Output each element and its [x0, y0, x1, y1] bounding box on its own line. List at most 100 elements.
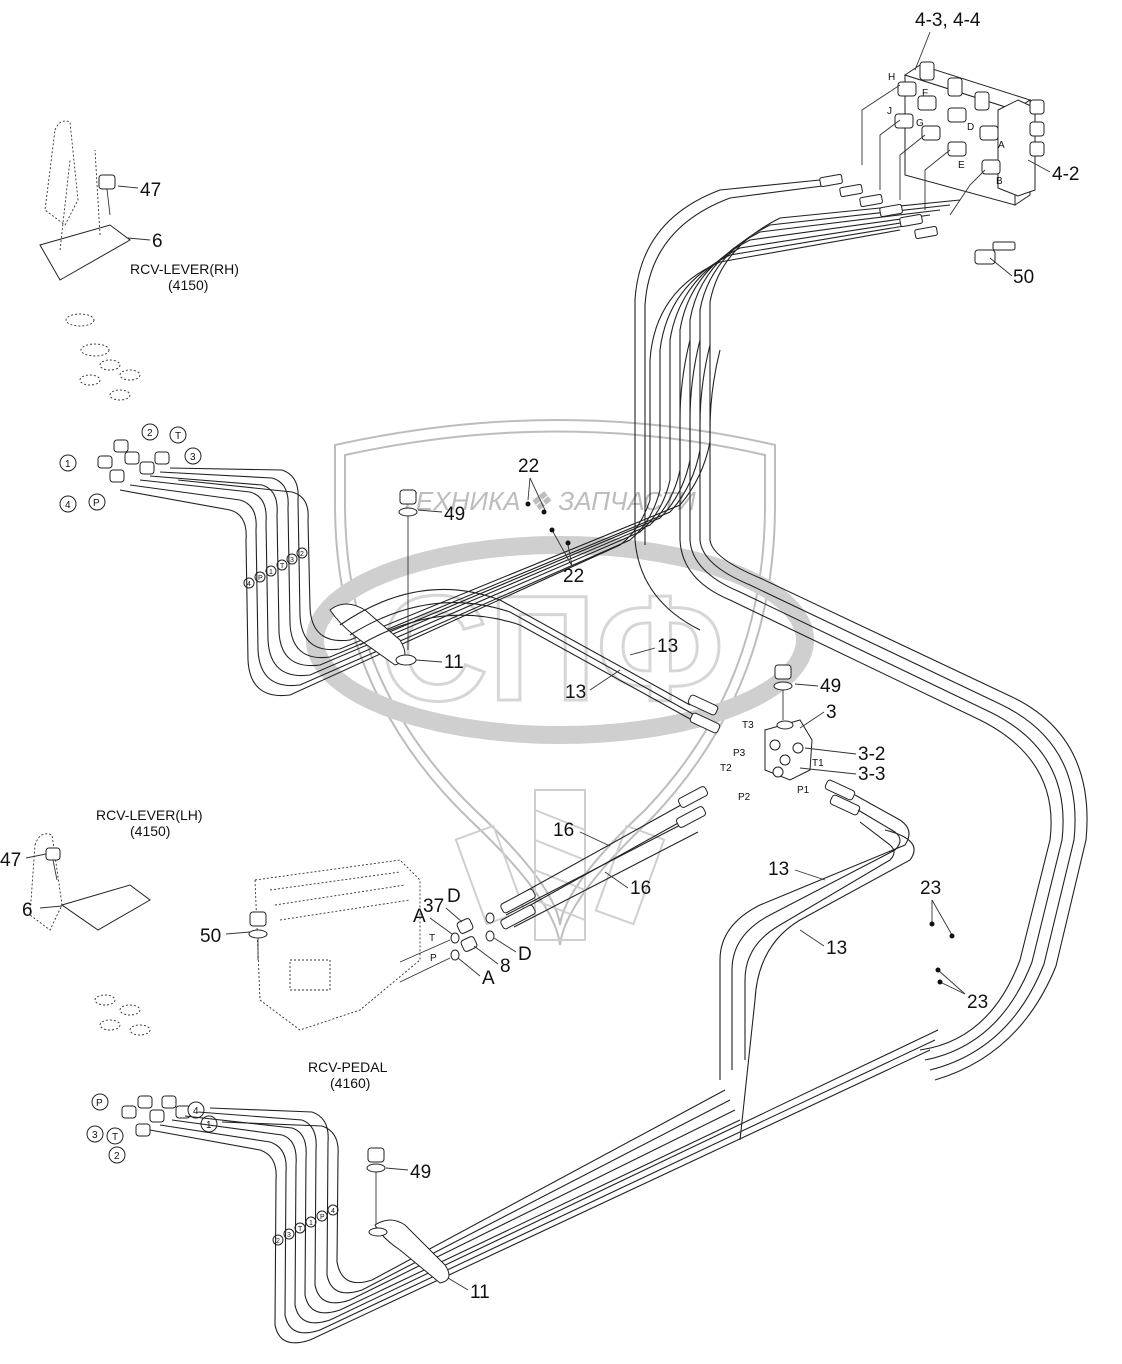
bolt-49-b — [773, 664, 793, 720]
lh-fittings — [121, 1095, 191, 1137]
clamp-11-b — [368, 1219, 450, 1284]
callout-4-2: 4-2 — [1052, 164, 1079, 185]
rh-tube-marks: 4 P 1 T 3 2 — [243, 547, 308, 589]
rh-mark-t: T — [280, 563, 285, 570]
rh-circle-2: 2 — [147, 428, 153, 439]
tube-bundle-valve-down — [634, 179, 1088, 1081]
pedal-fittings — [450, 912, 495, 961]
rcv-pedal-code: (4160) — [330, 1075, 370, 1091]
lh-mark-t: T — [298, 1226, 303, 1233]
rh-mark-2: 2 — [300, 551, 304, 558]
rh-circle-3: 3 — [190, 452, 196, 463]
hoses-13-upper — [339, 588, 721, 734]
port-p2: P2 — [738, 792, 751, 803]
port-g: G — [916, 118, 924, 129]
lh-mark-4: 4 — [331, 1208, 335, 1215]
rh-mark-4: 4 — [247, 581, 251, 588]
rh-mark-p: P — [258, 575, 263, 582]
lh-circle-p: P — [96, 1098, 103, 1109]
watermark-logo: СПФ — [380, 564, 724, 732]
rh-mark-1: 1 — [269, 569, 273, 576]
callout-16-a: 16 — [553, 820, 574, 841]
hoses-13-lower — [719, 779, 915, 1141]
callout-13-a: 13 — [657, 636, 678, 657]
callout-49-c: 49 — [410, 1162, 431, 1183]
main-control-valve: H J F G D E A B — [861, 61, 1045, 216]
port-b: B — [996, 176, 1003, 187]
callout-47-bottom: 47 — [0, 850, 21, 871]
rcv-pedal-assembly — [254, 859, 421, 1031]
lh-mark-3: 3 — [287, 1232, 291, 1239]
port-t1: T1 — [812, 758, 824, 769]
callout-6-top: 6 — [152, 231, 163, 252]
watermark: ТЕХНИКА ❖ ЗАПЧАСТИ СПФ — [306, 419, 814, 946]
rcv-lever-lh-label: RCV-LEVER(LH) — [96, 807, 203, 823]
callout-11-a: 11 — [444, 652, 464, 673]
port-t3: T3 — [742, 720, 754, 731]
port-p1: P1 — [797, 785, 810, 796]
lh-circle-3: 3 — [92, 1130, 98, 1141]
watermark-banner: ТЕХНИКА ❖ ЗАПЧАСТИ — [400, 486, 696, 516]
callout-47-top: 47 — [140, 180, 161, 201]
callout-3-3: 3-3 — [858, 764, 885, 785]
port-f: F — [922, 88, 928, 99]
callout-3: 3 — [826, 702, 837, 723]
callout-4-3-4-4: 4-3, 4-4 — [915, 10, 981, 31]
rcv-lever-lh-code: (4150) — [130, 823, 170, 839]
callout-3-2: 3-2 — [858, 744, 885, 765]
rcv-pedal-label: RCV-PEDAL — [308, 1059, 388, 1075]
callout-8: 8 — [500, 956, 511, 977]
callout-13-c: 13 — [768, 859, 789, 880]
callout-13-d: 13 — [826, 938, 847, 959]
port-d: D — [967, 122, 974, 133]
callout-d-2: D — [518, 944, 532, 965]
lh-tube-marks: 2 3 T 1 P 4 — [272, 1204, 339, 1246]
rh-mark-3: 3 — [290, 557, 294, 564]
rcv-lever-rh-label: RCV-LEVER(RH) — [130, 261, 239, 277]
bolt-49-c — [366, 1147, 386, 1228]
port-j: J — [887, 106, 892, 117]
callout-11-b: 11 — [470, 1282, 490, 1303]
lh-circle-2: 2 — [114, 1151, 120, 1162]
lh-circle-4: 4 — [193, 1106, 199, 1117]
rh-port-circles: 1 2 T 3 4 P — [59, 423, 202, 513]
port-h: H — [888, 72, 895, 83]
hoses-16 — [500, 786, 709, 930]
rcv-lever-lh-assembly — [29, 833, 151, 1036]
valve-fittings — [894, 61, 1045, 175]
callout-13-b: 13 — [565, 682, 586, 703]
lh-mark-p: P — [320, 1214, 325, 1221]
rcv-lever-rh-code: (4150) — [168, 277, 208, 293]
callout-50-top: 50 — [1013, 267, 1034, 288]
lh-port-circles: P 4 1 3 T 2 — [86, 1093, 218, 1164]
tube-bundle-lh — [149, 1029, 939, 1344]
callout-16-b: 16 — [630, 878, 651, 899]
lh-mark-2: 2 — [276, 1238, 280, 1245]
callout-50-bottom: 50 — [200, 926, 221, 947]
rh-circle-p: P — [93, 498, 100, 509]
rh-circle-4: 4 — [65, 500, 71, 511]
callout-d-1: D — [447, 886, 461, 907]
port-e: E — [958, 160, 965, 171]
valve-line-fittings — [819, 173, 938, 240]
shuttle-block-3 — [764, 719, 813, 781]
callout-22-b: 22 — [563, 566, 584, 587]
callout-23-a: 23 — [920, 878, 941, 899]
rcv-lever-rh-assembly — [39, 120, 141, 401]
callout-a-2: A — [482, 968, 495, 989]
tube-bundle-rh — [119, 199, 961, 697]
callout-37: 37 — [423, 896, 444, 917]
callout-23-b: 23 — [967, 992, 988, 1013]
callout-6-bottom: 6 — [22, 900, 33, 921]
bolt-50-top — [974, 241, 1016, 265]
callout-a-1: A — [413, 906, 426, 927]
rh-circle-1: 1 — [65, 459, 71, 470]
lh-mark-1: 1 — [309, 1220, 313, 1227]
callout-22-a: 22 — [518, 456, 539, 477]
rh-circle-t: T — [175, 431, 181, 442]
callout-49-b: 49 — [820, 676, 841, 697]
bolt-49-a — [398, 489, 418, 650]
port-p3: P3 — [733, 748, 746, 759]
port-t2: T2 — [720, 763, 732, 774]
